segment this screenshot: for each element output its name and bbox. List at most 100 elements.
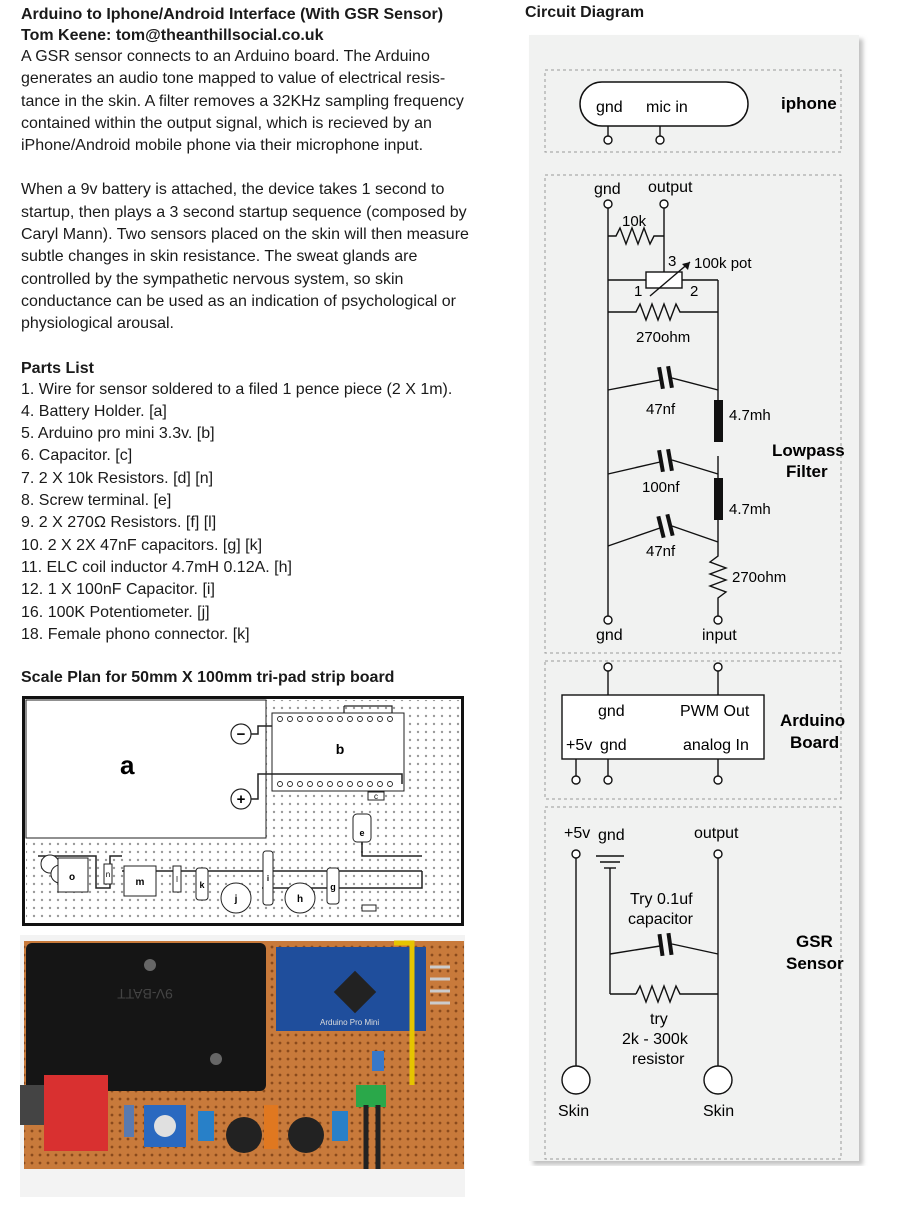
parts-list-item: 1. Wire for sensor soldered to a filed 1… — [21, 380, 453, 398]
iphone-section-label: iphone — [781, 94, 837, 113]
label-o: o — [69, 872, 75, 883]
parts-list-item: 16. 100K Potentiometer. [j] — [21, 603, 210, 621]
intro-line: tance in the skin. A filter removes a 32… — [21, 92, 464, 110]
filter-output-label: output — [648, 179, 693, 196]
parts-list-item: 4. Battery Holder. [a] — [21, 402, 167, 420]
parts-list-title: Parts List — [21, 359, 94, 377]
battery-holder-outline — [25, 699, 267, 839]
filter-c1-label: 47nf — [646, 401, 676, 418]
label-h: h — [297, 894, 303, 905]
parts-list-item: 12. 1 X 100nF Capacitor. [i] — [21, 581, 215, 599]
gsr-skin-right-label: Skin — [703, 1103, 734, 1120]
filter-l1-label: 4.7mh — [729, 407, 771, 424]
filter-l2-label: 4.7mh — [729, 501, 771, 518]
filter-pin3-label: 3 — [668, 253, 676, 270]
filter-input-label: input — [702, 627, 737, 644]
label-m: m — [136, 877, 145, 888]
parts-list-item: 5. Arduino pro mini 3.3v. [b] — [21, 425, 215, 443]
iphone-gnd-label: gnd — [596, 99, 623, 116]
label-j: j — [234, 894, 238, 905]
gsr-res-label-2: 2k - 300k — [622, 1031, 689, 1048]
arduino-footprint — [271, 712, 405, 792]
filter-c3-label: 47nf — [646, 543, 676, 560]
intro-line: contained within the output signal, whic… — [21, 114, 432, 132]
arduino-pwm-label: PWM Out — [680, 703, 750, 720]
stripboard-plan: a − + b c e o n m l k j i h g — [22, 696, 464, 926]
filter-r1-label: 10k — [622, 213, 647, 230]
filter-c2-label: 100nf — [642, 479, 680, 496]
parts-list: 1. Wire for sensor soldered to a filed 1… — [21, 379, 511, 647]
label-n: n — [106, 870, 110, 879]
intro-line: controlled by the sympathetic nervous sy… — [21, 270, 404, 288]
label-k: k — [199, 880, 205, 890]
gsr-res-label-1: try — [650, 1011, 668, 1028]
gsr-cap-label-2: capacitor — [628, 911, 694, 928]
iphone-jack — [579, 81, 749, 127]
arduino-section — [544, 660, 842, 800]
parts-list-item: 6. Capacitor. [c] — [21, 447, 133, 465]
gsr-section-label-2: Sensor — [786, 954, 844, 973]
label-i: i — [267, 874, 269, 883]
filter-gnd-bottom-label: gnd — [596, 627, 623, 644]
filter-gnd-top-label: gnd — [594, 181, 621, 198]
parts-list-item: 10. 2 X 2X 47nF capacitors. [g] [k] — [21, 536, 263, 554]
circuit-diagram: gnd mic in iphone gnd output — [529, 35, 859, 1161]
gsr-output-label: output — [694, 825, 739, 842]
arduino-analog-label: analog In — [683, 737, 749, 754]
filter-pin1-label: 1 — [634, 283, 642, 300]
intro-line: A GSR sensor connects to an Arduino boar… — [21, 48, 430, 65]
intro-line: startup, then plays a 3 second startup s… — [21, 203, 467, 221]
label-c: c — [374, 792, 378, 801]
assembled-board-photo: 9V-BATT Arduino Pro Mini — [20, 935, 465, 1197]
filter-pin2-label: 2 — [690, 283, 698, 300]
author-line: Tom Keene: tom@theanthillsocial.co.uk — [21, 27, 324, 44]
gsr-gnd-label: gnd — [598, 827, 625, 844]
arduino-5v-label: +5v — [566, 737, 592, 754]
parts-list-item: 11. ELC coil inductor 4.7mH 0.12A. [h] — [21, 558, 292, 576]
arduino-gnd-label: gnd — [598, 703, 625, 720]
intro-line: physiological arousal. — [21, 315, 174, 333]
label-a: a — [120, 750, 135, 780]
gsr-section-label-1: GSR — [796, 932, 833, 951]
document-title: Arduino to Iphone/Android Interface (Wit… — [21, 6, 444, 23]
label-l: l — [176, 875, 178, 884]
arduino-section-label-1: Arduino — [780, 711, 845, 730]
plan-title: Scale Plan for 50mm X 100mm tri-pad stri… — [21, 669, 395, 686]
label-g: g — [330, 882, 336, 892]
arduino-block — [561, 694, 765, 760]
arduino-section-label-2: Board — [790, 733, 839, 752]
iphone-section — [544, 69, 842, 153]
arduino-board-text: Arduino Pro Mini — [320, 1018, 379, 1027]
parts-list-item: 8. Screw terminal. [e] — [21, 492, 172, 510]
battery-minus-terminal: − — [237, 726, 246, 743]
parts-list-item: 7. 2 X 10k Resistors. [d] [n] — [21, 469, 214, 487]
label-e: e — [359, 828, 364, 838]
intro-line: generates an audio tone mapped to value … — [21, 70, 446, 88]
gsr-res-label-3: resistor — [632, 1051, 685, 1068]
intro-line: conductance can be used as an indication… — [21, 292, 456, 310]
gsr-skin-left-label: Skin — [558, 1103, 589, 1120]
parts-list-item: 9. 2 X 270Ω Resistors. [f] [l] — [21, 514, 217, 532]
lowpass-filter-section — [544, 174, 842, 654]
filter-pot-label: 100k pot — [694, 255, 752, 272]
gsr-5v-label: +5v — [564, 825, 590, 842]
circuit-diagram-title: Circuit Diagram — [525, 4, 645, 21]
filter-r2-label: 270ohm — [636, 329, 690, 346]
filter-section-label-2: Filter — [786, 462, 828, 481]
battery-holder — [26, 943, 266, 1091]
gsr-cap-label-1: Try 0.1uf — [630, 891, 693, 908]
intro-line: Caryl Mann). Two sensors placed on the s… — [21, 226, 469, 244]
iphone-mic-label: mic in — [646, 99, 688, 116]
intro-line: subtle changes in skin resistance. The s… — [21, 248, 418, 266]
filter-section-label-1: Lowpass — [772, 441, 845, 460]
filter-r3-label: 270ohm — [732, 569, 786, 586]
intro-paragraph-2: When a 9v battery is attached, the devic… — [21, 179, 511, 335]
description-column: Arduino to Iphone/Android Interface (Wit… — [21, 4, 511, 646]
intro-paragraph-1: A GSR sensor connects to an Arduino boar… — [21, 46, 511, 157]
arduino-gnd2-label: gnd — [600, 737, 627, 754]
intro-line: When a 9v battery is attached, the devic… — [21, 181, 445, 199]
parts-list-item: 18. Female phono connector. [k] — [21, 625, 250, 643]
intro-line: iPhone/Android mobile phone via their mi… — [21, 137, 424, 155]
battery-text: 9V-BATT — [117, 986, 173, 1002]
label-b: b — [336, 741, 345, 757]
